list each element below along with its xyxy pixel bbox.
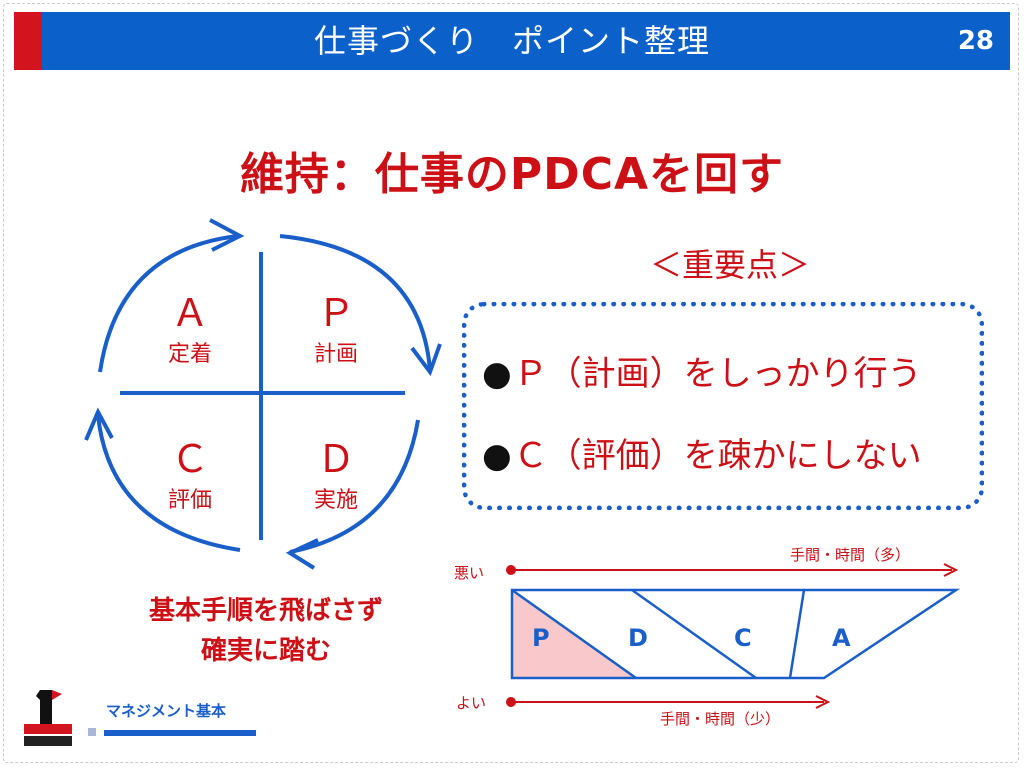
- arrow-head-left: [84, 407, 114, 441]
- cycle-arc-top-left: [98, 234, 239, 373]
- footer-underline: [104, 730, 256, 736]
- main-title: 維持：仕事のPDCAを回す: [239, 149, 785, 200]
- points-box: [462, 302, 984, 510]
- process-trapezoid: [510, 588, 961, 680]
- points-heading: ＜重要点＞: [649, 246, 810, 284]
- everyday-someday-logo: [24, 690, 72, 746]
- header-accent: [14, 12, 42, 70]
- quadrant-p-letter: Ｐ: [316, 291, 355, 335]
- trapezoid-divider-dc: [631, 588, 757, 680]
- bad-label: 悪い: [454, 564, 485, 582]
- quadrant-d-label: 実施: [313, 488, 358, 513]
- cycle-arc-top-right: [279, 234, 432, 371]
- arrow-head-top: [209, 218, 245, 252]
- footer-marker: [88, 728, 96, 736]
- footer-label: マネジメント基本: [106, 702, 227, 720]
- point-item-2-text: Ｃ（評価）を疎かにしない: [513, 436, 922, 476]
- axis-arrow-bottom-head: [815, 695, 831, 709]
- page-number: 28: [957, 26, 994, 56]
- axis-dot-top: [506, 565, 516, 575]
- good-label: よい: [456, 694, 487, 712]
- bar-letter-p: P: [532, 624, 550, 652]
- bullet-icon: ●: [482, 354, 512, 394]
- cycle-note-line2: 確実に踏む: [200, 636, 331, 666]
- cycle-arc-bottom-right: [289, 419, 420, 554]
- bar-letter-a: A: [832, 624, 851, 652]
- point-item-2: ●Ｃ（評価）を疎かにしない: [482, 428, 922, 477]
- point-item-1: ●Ｐ（計画）をしっかり行う: [482, 346, 922, 395]
- quadrant-a-letter: Ａ: [170, 291, 209, 335]
- arrow-head-bottom: [285, 538, 319, 570]
- quadrant-d-letter: Ｄ: [316, 437, 355, 481]
- quadrant-c-letter: Ｃ: [170, 437, 209, 481]
- quadrant-a-label: 定着: [167, 342, 212, 367]
- arrow-head-right: [410, 343, 442, 377]
- quadrant-c-label: 評価: [167, 488, 212, 513]
- axis-dot-bottom: [506, 697, 516, 707]
- header-bar: [14, 12, 1010, 70]
- axis-arrow-top-head: [943, 563, 959, 577]
- bar-letter-c: C: [734, 624, 752, 652]
- slide-border: [3, 3, 1019, 763]
- bar-letter-d: D: [628, 624, 648, 652]
- bottom-axis-label: 手間・時間（少）: [660, 710, 781, 728]
- point-item-1-text: Ｐ（計画）をしっかり行う: [513, 354, 922, 394]
- cycle-note-line1: 基本手順を飛ばさず: [148, 596, 383, 626]
- cycle-arc-bottom-left: [96, 414, 241, 552]
- trapezoid-divider-pd: [511, 588, 637, 680]
- top-axis-label: 手間・時間（多）: [790, 546, 911, 564]
- bullet-icon: ●: [482, 436, 512, 476]
- quadrant-p-label: 計画: [313, 342, 358, 367]
- trapezoid-divider-ca: [788, 589, 806, 679]
- slide-header-title: 仕事づくり ポイント整理: [313, 22, 710, 60]
